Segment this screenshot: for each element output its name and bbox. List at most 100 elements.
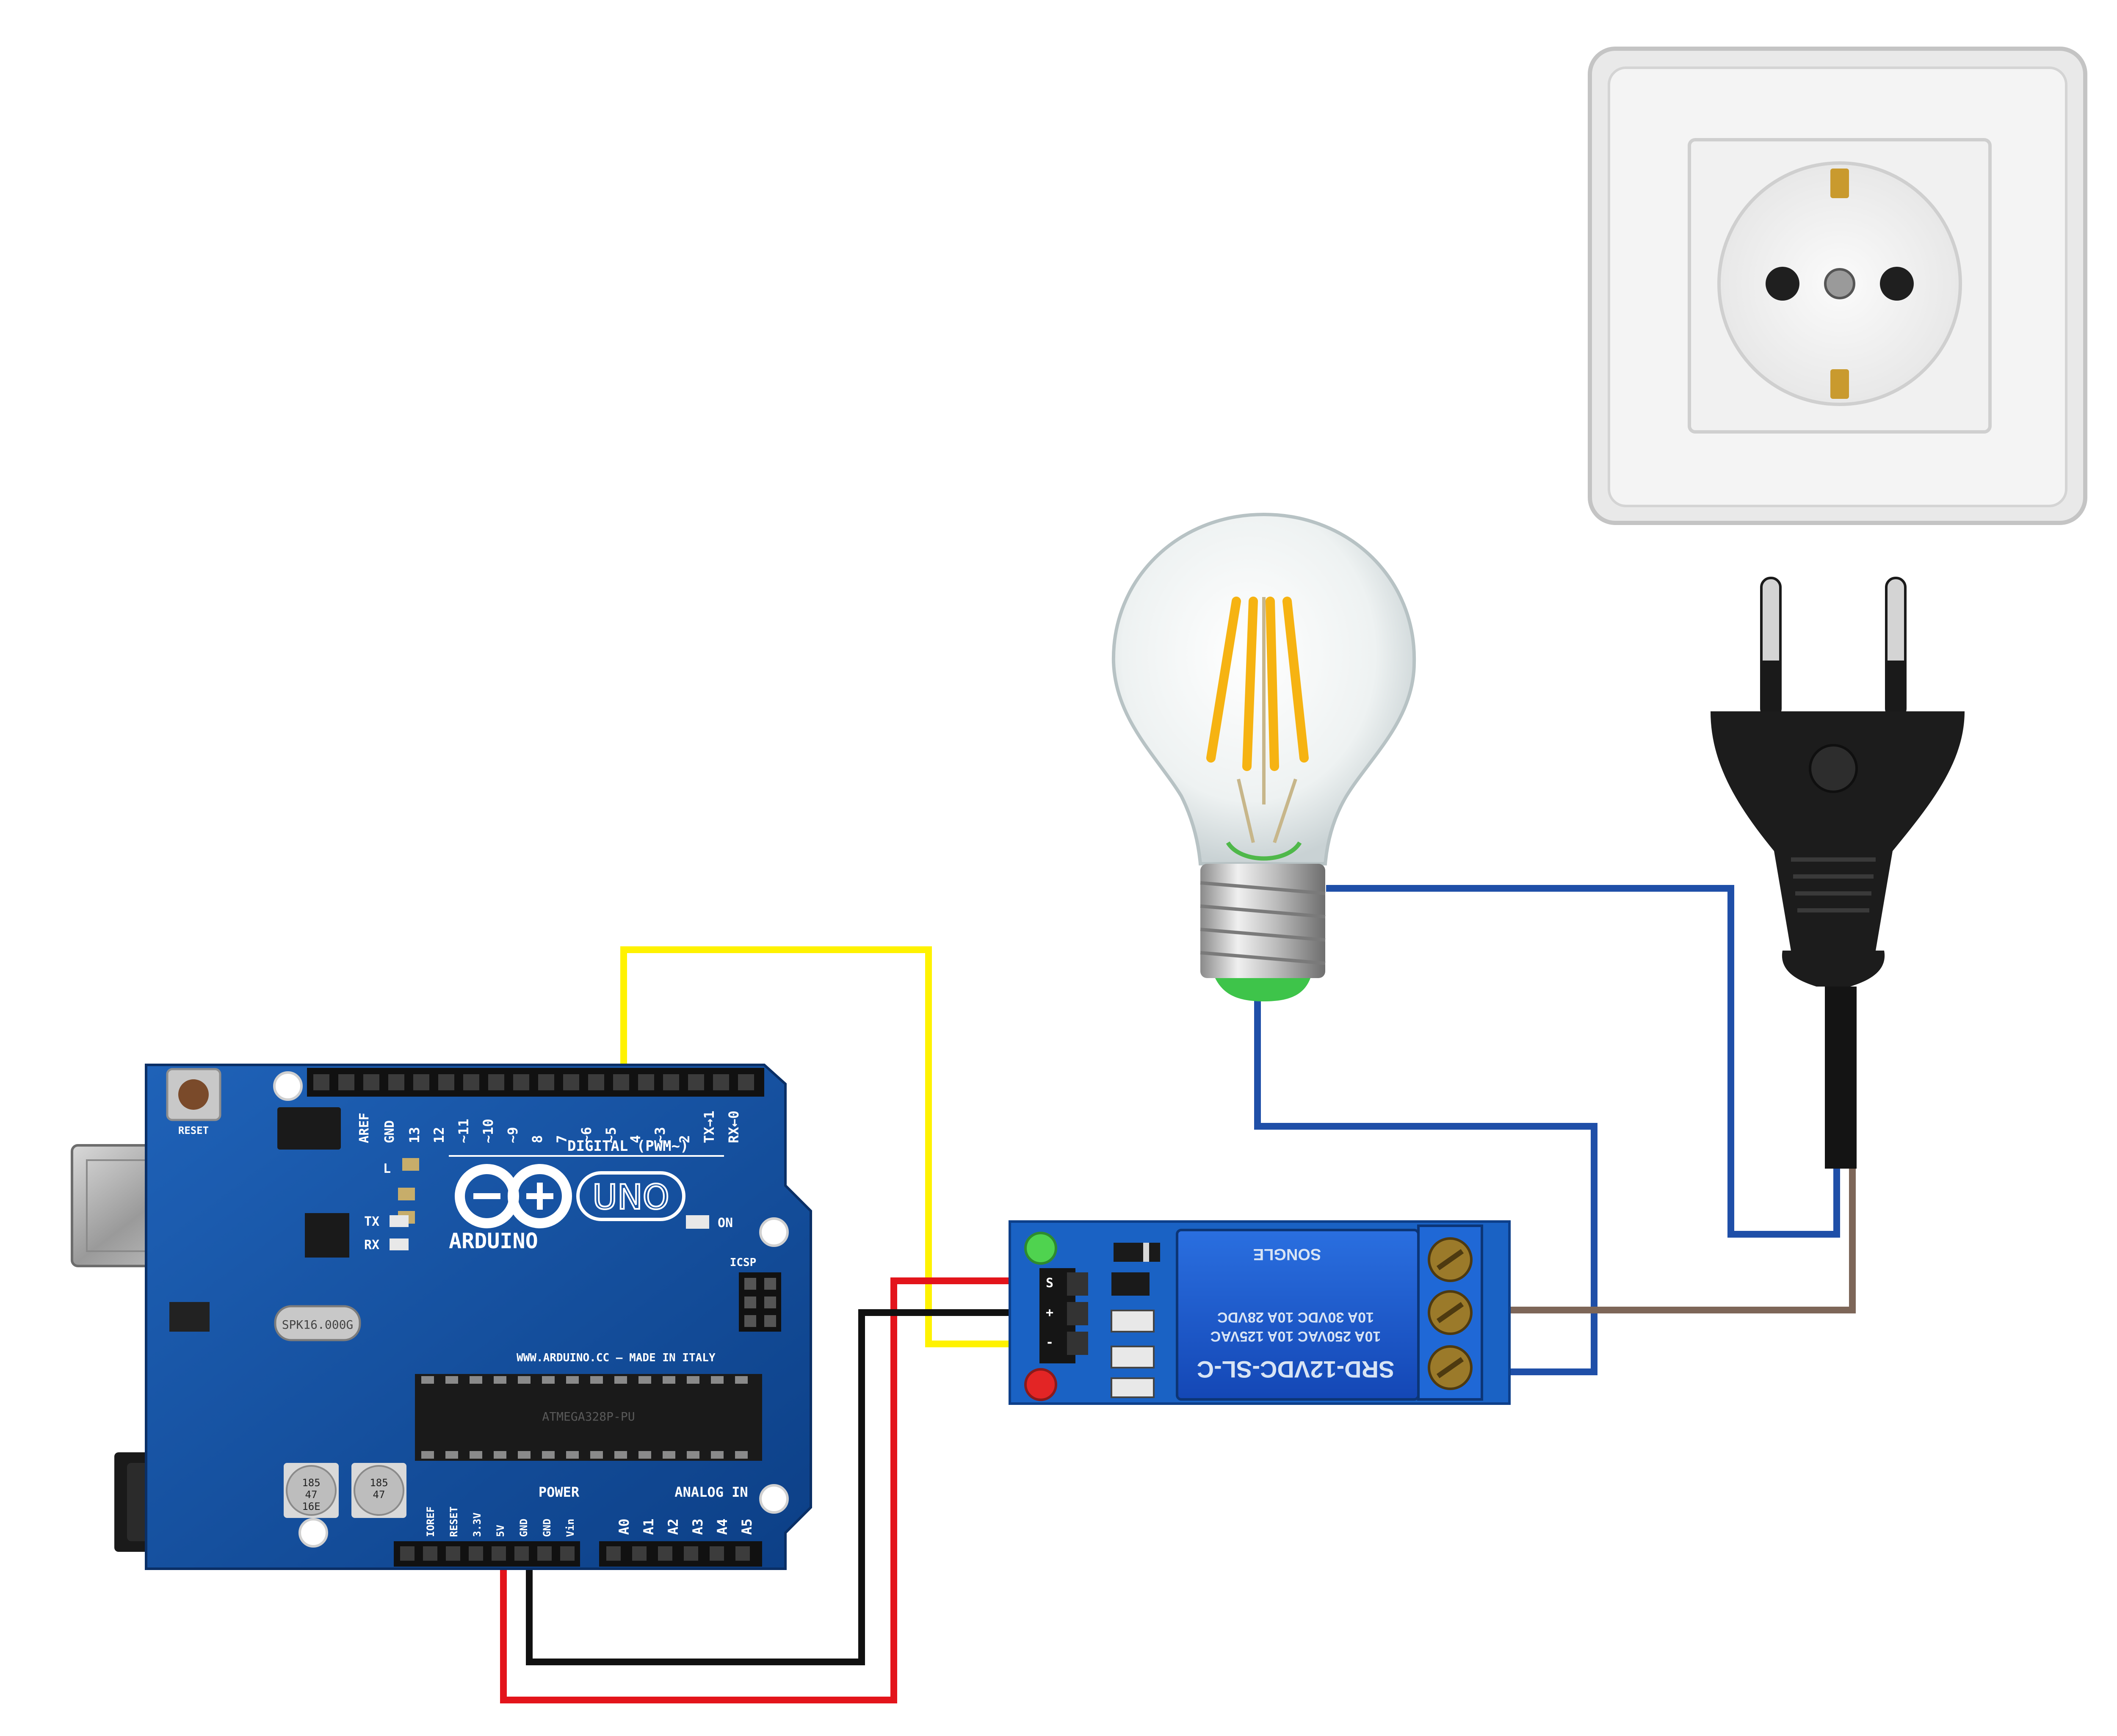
- analog-header: [599, 1541, 762, 1567]
- relay-rating-1: 10A 250VAC 10A 125VAC: [1211, 1328, 1381, 1344]
- relay-brand-label: SONGLE: [1253, 1245, 1321, 1263]
- svg-text:16E: 16E: [302, 1501, 320, 1512]
- header-socket: [438, 1074, 454, 1090]
- microcontroller-chip: [415, 1374, 762, 1461]
- bulb-to-plug-wire: [1326, 885, 1840, 1238]
- power-pin-label: 3.3V: [471, 1512, 483, 1537]
- digital-header-label: DIGITAL (PWM~): [567, 1138, 689, 1155]
- website-label: WWW.ARDUINO.CC – MADE IN ITALY: [517, 1352, 716, 1364]
- header-socket: [400, 1546, 415, 1561]
- header-socket: [488, 1074, 504, 1090]
- digital-pin-label: 8: [529, 1135, 545, 1143]
- rx-label: RX: [364, 1238, 379, 1252]
- header-socket: [606, 1546, 621, 1561]
- header-socket: [632, 1546, 647, 1561]
- relay-model-label: SRD-12VDC-SL-C: [1197, 1356, 1395, 1383]
- svg-text:185: 185: [370, 1477, 388, 1489]
- digital-pin-label: ~9: [505, 1127, 521, 1143]
- socket-hole-right: [1880, 267, 1914, 301]
- plug-cable: [1825, 987, 1857, 1169]
- arduino-logo: [455, 1164, 572, 1228]
- mounting-hole: [273, 1071, 303, 1101]
- power-plug: [1711, 577, 1965, 1169]
- chip-pin: [735, 1451, 748, 1459]
- chip-label: ATMEGA328P-PU: [542, 1410, 635, 1424]
- header-socket: [469, 1546, 483, 1561]
- capacitor: 185 47: [351, 1463, 406, 1518]
- analog-pin-label: A1: [641, 1518, 657, 1535]
- digital-pin-label: ~6: [578, 1127, 594, 1143]
- digital-header-sockets: [313, 1074, 754, 1090]
- digital-pin-label: ~10: [480, 1119, 496, 1143]
- analog-pin-label: A0: [616, 1518, 632, 1535]
- header-socket: [684, 1546, 698, 1561]
- mounting-hole: [298, 1518, 328, 1548]
- bulb-contact: [1215, 978, 1310, 1001]
- chip-pin: [687, 1451, 699, 1459]
- mounting-hole: [759, 1217, 789, 1247]
- power-pin-label: 5V: [495, 1525, 506, 1537]
- digital-pin-label: RX←0: [726, 1111, 742, 1143]
- regulator: [277, 1107, 341, 1150]
- chip-pin: [518, 1451, 531, 1459]
- gnd-label: GND: [382, 1120, 397, 1143]
- chip-pin: [735, 1376, 748, 1384]
- power-header: [394, 1541, 580, 1567]
- svg-text:47: 47: [373, 1489, 385, 1501]
- chip-pin: [614, 1376, 627, 1384]
- header-socket: [463, 1074, 479, 1090]
- chip-pin: [711, 1451, 724, 1459]
- aref-label: AREF: [357, 1113, 372, 1143]
- icsp-label: ICSP: [730, 1256, 757, 1269]
- header-socket: [313, 1074, 329, 1090]
- digital-pin-label: 12: [431, 1127, 447, 1143]
- power-led-red: [1024, 1368, 1057, 1401]
- digital-pin-label: 2: [677, 1135, 693, 1143]
- chip-pin: [542, 1451, 555, 1459]
- chip-pin: [663, 1451, 675, 1459]
- relay-pin-plus: +: [1046, 1305, 1053, 1320]
- chip-pin: [687, 1376, 699, 1384]
- chip-pin: [663, 1376, 675, 1384]
- bulb-to-relay-wire: [1254, 997, 1597, 1375]
- analog-pin-label: A4: [714, 1518, 730, 1535]
- chip-pin: [470, 1451, 482, 1459]
- digital-pin-label: 13: [406, 1127, 423, 1143]
- header-socket: [613, 1074, 629, 1090]
- plug-strain-relief: [1782, 951, 1885, 987]
- mounting-hole: [759, 1484, 789, 1514]
- wires: [500, 885, 1856, 1703]
- signal-wire: [620, 946, 1065, 1347]
- header-socket: [563, 1074, 579, 1090]
- uno-badge: [576, 1171, 685, 1221]
- brand-label: ARDUINO: [449, 1229, 538, 1253]
- status-led-green: [1024, 1232, 1057, 1265]
- header-socket: [537, 1546, 552, 1561]
- chip-pin: [542, 1376, 555, 1384]
- header-socket: [688, 1074, 704, 1090]
- header-socket: [663, 1074, 679, 1090]
- header-socket: [658, 1546, 672, 1561]
- digital-pin-label: ~3: [652, 1127, 668, 1143]
- crystal-label: SPK16.000G: [282, 1318, 354, 1332]
- capacitor: 185 47 16E: [284, 1463, 339, 1518]
- header-socket: [338, 1074, 354, 1090]
- power-pin-label: GND: [518, 1519, 530, 1537]
- digital-pin-label: 7: [554, 1135, 570, 1143]
- filament-stem: [1237, 597, 1297, 843]
- header-socket: [638, 1074, 654, 1090]
- power-pin-label: Vin: [564, 1519, 576, 1537]
- header-socket: [710, 1546, 724, 1561]
- header-socket: [446, 1546, 460, 1561]
- digital-pin-label: TX→1: [701, 1111, 717, 1143]
- bottom-header-sockets: [400, 1546, 750, 1561]
- analog-pin-label: A3: [690, 1518, 706, 1535]
- terminal-screw: [1428, 1345, 1473, 1390]
- power-pin-label: GND: [541, 1519, 553, 1537]
- relay-pin-s: S: [1046, 1276, 1053, 1291]
- header-socket: [738, 1074, 754, 1090]
- diode: [1114, 1243, 1160, 1262]
